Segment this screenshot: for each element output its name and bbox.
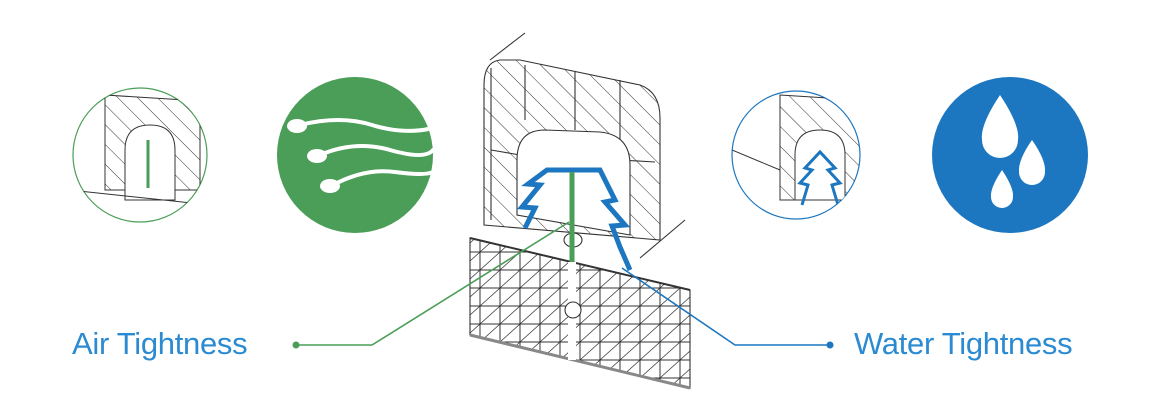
water-detail-circle bbox=[731, 90, 861, 220]
air-tightness-label: Air Tightness bbox=[72, 326, 248, 361]
air-detail-circle bbox=[72, 87, 208, 223]
seal-profile-drawing bbox=[469, 32, 691, 390]
water-tightness-label: Water Tightness bbox=[854, 326, 1073, 361]
water-leader-line bbox=[621, 267, 834, 349]
air-leader-line bbox=[292, 221, 570, 349]
air-flow-icon bbox=[277, 77, 435, 233]
water-drops-icon bbox=[932, 77, 1088, 233]
